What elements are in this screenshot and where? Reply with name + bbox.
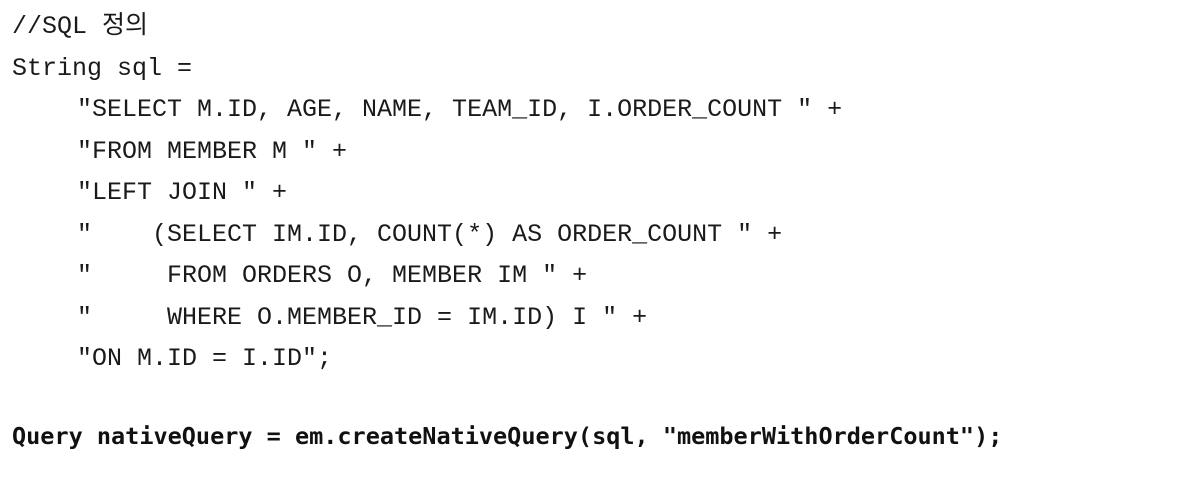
native-query-line: Query nativeQuery = em.createNativeQuery… [12, 421, 1003, 450]
sql-line: "ON M.ID = I.ID"; [77, 344, 333, 373]
sql-line: " WHERE O.MEMBER_ID = IM.ID) I " + [77, 302, 648, 332]
sql-line: " FROM ORDERS O, MEMBER IM " + [77, 261, 588, 290]
sql-line: "SELECT M.ID, AGE, NAME, TEAM_ID, I.ORDE… [77, 95, 843, 124]
code-comment: //SQL 정의 [12, 12, 149, 41]
sql-line: "FROM MEMBER M " + [77, 136, 348, 166]
sql-line: " (SELECT IM.ID, COUNT(*) AS ORDER_COUNT… [77, 219, 783, 249]
blank-line [12, 380, 1192, 416]
code-block: //SQL 정의 String sql = "SELECT M.ID, AGE,… [12, 6, 1192, 457]
sql-line: "LEFT JOIN " + [77, 178, 288, 207]
sql-declaration: String sql = [12, 53, 193, 83]
